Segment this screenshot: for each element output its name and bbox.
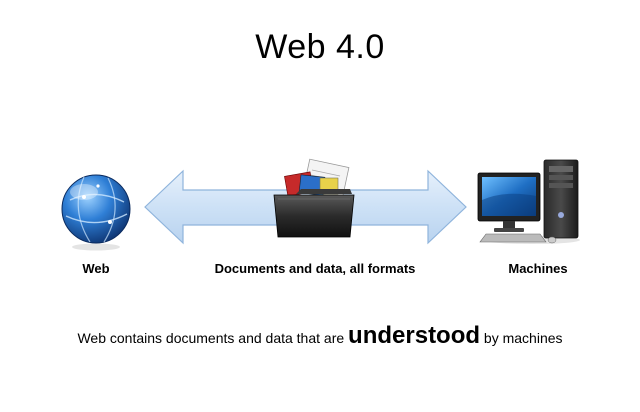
- caption-emphasis: understood: [348, 322, 481, 349]
- slide-title: Web 4.0: [255, 28, 385, 66]
- caption-before: Web contains documents and data that are: [77, 330, 349, 346]
- globe-icon: [61, 174, 131, 251]
- computer-icon: [477, 159, 580, 244]
- caption-after: by machines: [480, 330, 563, 346]
- folder-icon: [273, 158, 355, 238]
- node-label-machines: Machines: [508, 261, 568, 276]
- node-label-web: Web: [82, 261, 110, 276]
- caption: Web contains documents and data that are…: [0, 322, 640, 350]
- node-label-documents: Documents and data, all formats: [214, 261, 416, 276]
